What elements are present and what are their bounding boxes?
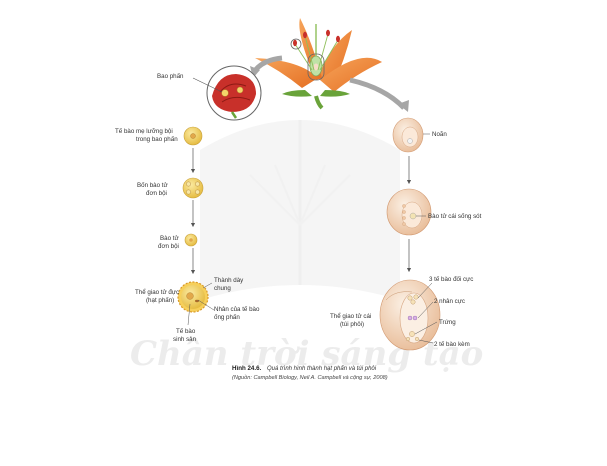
caption-title: Hình 24.6.: [232, 365, 262, 372]
pollen-grain: [177, 281, 209, 313]
label-tube-1: Nhân của tế bào: [214, 306, 260, 313]
stamen-anther: [303, 31, 307, 39]
pollen-mother-cell: [183, 126, 203, 146]
label-tetrad-2: đơn bội: [146, 190, 167, 197]
leader-tube-nucleus: [197, 299, 215, 311]
zoom-box-ovary: [307, 53, 325, 81]
label-tube-2: ống phấn: [214, 314, 240, 321]
label-polar: 2 nhân cực: [434, 298, 465, 305]
leader-polar: [417, 301, 434, 319]
label-anther: Bao phấn: [157, 73, 184, 80]
arrow-to-ovule: [349, 77, 406, 110]
ovule: [392, 117, 424, 153]
petal: [318, 30, 352, 88]
haploid-spore: [184, 233, 198, 247]
label-wall-1: Thành dày: [214, 277, 244, 284]
sepal: [282, 90, 312, 97]
leader-antipodal: [417, 282, 433, 299]
stamen-anther: [293, 39, 297, 47]
petal: [255, 58, 318, 88]
caption-text: Quá trình hình thành hạt phấn và túi phô…: [267, 365, 377, 372]
label-ovule: Noãn: [432, 131, 447, 138]
sepal: [320, 90, 350, 97]
ovary-ovule: [313, 63, 319, 71]
label-gen-1: Tế bào: [176, 328, 196, 335]
label-spore-2: đơn bội: [158, 243, 179, 250]
megaspore-ovule: [386, 188, 432, 236]
leader-generative: [187, 303, 191, 326]
petal: [320, 57, 382, 92]
leader-wall: [202, 282, 213, 289]
label-tetrad-1: Bốn bào tử: [137, 182, 168, 189]
label-spore-1: Bào tử: [160, 235, 179, 242]
anther-enlarged: [206, 65, 262, 121]
flower-illustration: [255, 18, 382, 110]
label-mother-cell-2: trong bao phấn: [136, 136, 178, 143]
embryo-sac-ovule: [379, 279, 441, 351]
tetrad: [182, 177, 204, 199]
label-mother-cell-1: Tế bào mẹ lưỡng bội: [115, 128, 173, 135]
label-wall-2: chung: [214, 285, 231, 292]
stamen-anther: [326, 29, 330, 37]
label-female-gam-1: Thể giao tử cái: [330, 313, 371, 320]
arrow-head: [398, 100, 409, 112]
leader-egg: [414, 321, 438, 335]
label-synergid: 2 tế bào kèm: [434, 341, 470, 348]
stem: [314, 95, 324, 110]
label-male-gam-1: Thể giao tử đực: [135, 289, 179, 296]
label-female-gam-2: (túi phôi): [340, 321, 364, 328]
caption-source: (Nguồn: Campbell Biology, Neil A. Campbe…: [232, 375, 388, 381]
leader-synergid: [418, 339, 434, 344]
figure-caption: Hình 24.6. Quá trình hình thành hạt phấn…: [232, 365, 388, 381]
label-egg: Trứng: [439, 319, 456, 326]
leader-anther: [192, 77, 223, 93]
stamen-anther: [336, 35, 340, 43]
label-antipodal: 3 tế bào đối cực: [429, 276, 473, 283]
label-megaspore: Bào tử cái sống sót: [428, 213, 482, 220]
label-gen-2: sinh sản: [173, 336, 197, 343]
zoom-circle-small: [290, 38, 302, 50]
label-male-gam-2: (hạt phấn): [146, 297, 174, 304]
